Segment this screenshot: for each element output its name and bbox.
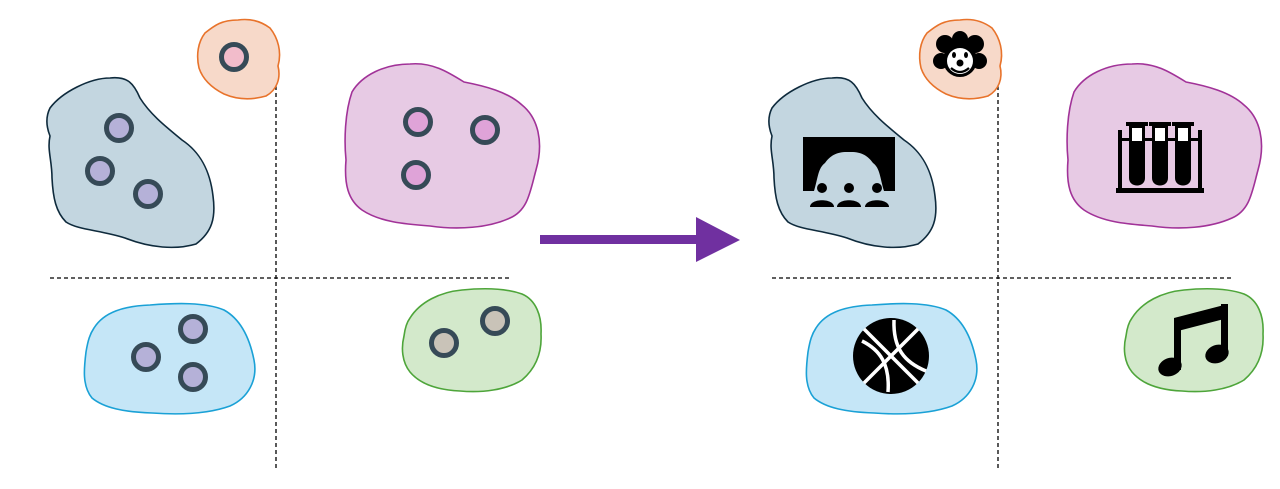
theater-stage-icon bbox=[803, 137, 895, 207]
cluster-magenta bbox=[344, 62, 541, 229]
member-dot bbox=[429, 328, 459, 358]
left-panel bbox=[46, 18, 542, 470]
cluster-orange bbox=[918, 18, 1003, 100]
cluster-blob bbox=[83, 302, 256, 415]
test-tubes-icon bbox=[1116, 122, 1204, 193]
member-dot bbox=[480, 306, 510, 336]
clown-icon bbox=[933, 31, 987, 77]
right-panel bbox=[768, 18, 1264, 470]
cluster-blob bbox=[344, 62, 541, 229]
member-dot bbox=[401, 160, 431, 190]
music-note-icon bbox=[1158, 304, 1229, 377]
arrow-head bbox=[696, 217, 740, 262]
member-dot bbox=[85, 156, 115, 186]
cluster-sky bbox=[83, 302, 256, 415]
cluster-orange bbox=[196, 18, 281, 100]
basketball-icon bbox=[853, 318, 929, 394]
member-dot bbox=[131, 342, 161, 372]
cluster-green bbox=[401, 288, 542, 393]
member-dot bbox=[470, 115, 500, 145]
arrow-shaft bbox=[540, 235, 700, 244]
member-dot bbox=[104, 113, 134, 143]
cluster-blob bbox=[1123, 288, 1264, 393]
cluster-sky bbox=[805, 302, 978, 415]
cluster-blob bbox=[46, 76, 215, 249]
member-dot bbox=[133, 179, 163, 209]
cluster-blob bbox=[401, 288, 542, 393]
cluster-steel bbox=[768, 76, 937, 249]
right-arrow-icon bbox=[540, 217, 740, 262]
member-dot bbox=[178, 362, 208, 392]
member-dot bbox=[178, 314, 208, 344]
member-dot bbox=[219, 42, 249, 72]
cluster-magenta bbox=[1066, 62, 1263, 229]
cluster-green bbox=[1123, 288, 1264, 393]
cluster-blob bbox=[768, 76, 937, 249]
cluster-steel bbox=[46, 76, 215, 249]
member-dot bbox=[403, 107, 433, 137]
